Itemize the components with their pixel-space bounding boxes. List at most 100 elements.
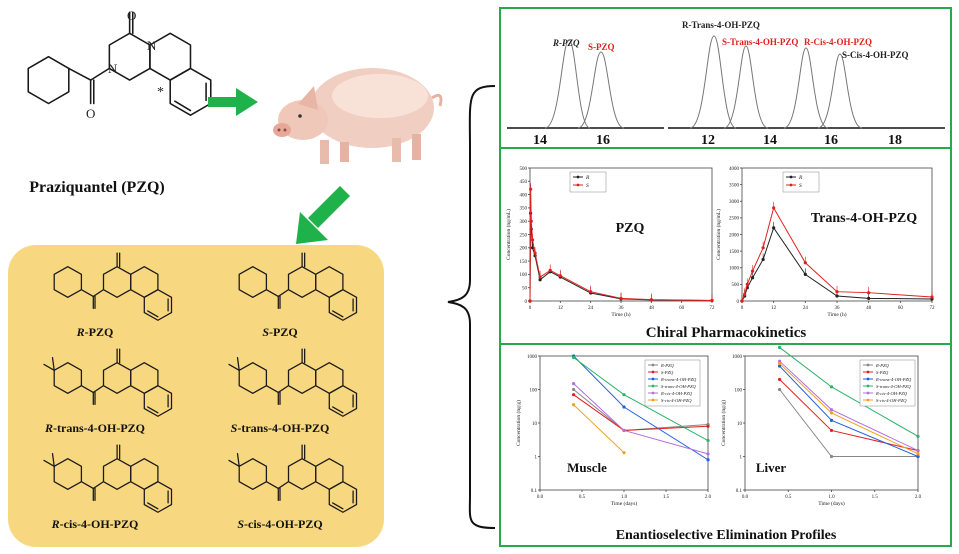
legend-marker (651, 398, 655, 402)
legend: RS (782, 171, 820, 193)
x-tick-label: 24 (803, 306, 809, 311)
chrom-tick: 16 (596, 133, 610, 148)
y-tick-label: 150 (520, 260, 528, 265)
structure-label-prefix: R (51, 517, 60, 531)
data-point (530, 238, 535, 242)
x-tick-label: 12 (558, 306, 564, 311)
data-point (772, 206, 776, 210)
chrom-tick: 14 (533, 133, 547, 148)
pk-chart-pzq-title: PZQ (616, 221, 645, 236)
legend-marker (651, 377, 655, 381)
legend-label: R-cis-4-OH-PZQ (875, 391, 908, 396)
elimination-panel (499, 343, 952, 547)
legend-marker (651, 363, 655, 367)
x-tick-label: 1.0 (828, 495, 835, 500)
x-tick-label: 2.0 (915, 495, 922, 500)
data-point (619, 296, 623, 300)
structure-label-suffix: -cis-4-OH-PZQ (60, 517, 139, 531)
y-tick-label: 200 (520, 247, 528, 252)
legend-label: R (585, 175, 590, 181)
y-tick-label: 300 (520, 220, 528, 225)
data-point (916, 449, 920, 453)
data-point (772, 226, 776, 230)
y-tick-label: 1000 (732, 355, 743, 360)
data-point (572, 382, 576, 386)
y-tick-label: 0 (737, 300, 740, 305)
main-n1: N (108, 61, 118, 76)
data-point (706, 458, 710, 462)
arrow-down-left-icon (296, 186, 350, 244)
x-tick-label: 0 (741, 306, 744, 311)
legend-label: S-PZQ (876, 370, 889, 375)
data-point (743, 292, 747, 296)
elimination-liver-title: Liver (756, 460, 787, 475)
data-point (829, 411, 834, 415)
y-tick-label: 2500 (729, 217, 740, 222)
data-point (829, 454, 834, 459)
y-tick-label: 10 (737, 422, 743, 427)
peak-r-cis (783, 47, 829, 129)
arrow-right-icon (208, 88, 258, 116)
y-tick-label: 1 (740, 455, 743, 460)
structure-label: S-trans-4-OH-PZQ (231, 421, 330, 435)
legend-marker (866, 370, 870, 374)
structure-label: S-cis-4-OH-PZQ (237, 517, 322, 531)
peak-r-trans (689, 35, 737, 129)
main-ketone-o: O (127, 8, 136, 23)
elimination-muscle-title: Muscle (567, 460, 607, 475)
data-point (589, 290, 593, 294)
data-point (835, 294, 839, 298)
y-tick-label: 100 (530, 388, 538, 393)
elimination-section-title: Enantioselective Elimination Profiles (616, 528, 837, 543)
y-tick-label: 3000 (729, 200, 740, 205)
data-point (778, 359, 782, 363)
legend-label: S-cis-4-OH-PZQ (876, 398, 907, 403)
x-tick-label: 36 (619, 306, 625, 311)
data-point (803, 261, 807, 265)
data-point (916, 454, 920, 459)
x-tick-label: 0.5 (579, 495, 586, 500)
data-point (649, 298, 653, 302)
chrom-label-s-trans: S-Trans-4-OH-PZQ (722, 37, 798, 47)
legend-label: R-cis-4-OH-PZQ (660, 391, 693, 396)
peak-s-cis (817, 53, 863, 129)
data-point (538, 275, 542, 279)
y-tick-label: 4000 (729, 167, 740, 172)
chrom-label-s-pzq: S-PZQ (588, 42, 615, 52)
pk-section-title: Chiral Pharmacokinetics (646, 325, 807, 341)
data-point (706, 452, 710, 456)
x-tick-label: 2.0 (705, 495, 712, 500)
main-amide-o: O (86, 106, 95, 121)
series-line-r (741, 226, 933, 302)
stereo-mark: * (157, 85, 164, 100)
legend-label: S (799, 183, 802, 189)
x-tick-label: 36 (835, 306, 841, 311)
data-point (706, 438, 710, 443)
structure-label-prefix: S (231, 421, 238, 435)
chrom-tick: 18 (888, 133, 902, 148)
data-point (761, 246, 765, 250)
data-point (572, 403, 576, 407)
data-point (622, 405, 626, 409)
legend: R-PZQS-PZQR-trans-4-OH-PZQS-trans-4-OH-P… (859, 359, 916, 407)
chrom-label-r-trans: R-Trans-4-OH-PZQ (682, 20, 760, 30)
legend-label: R-PZQ (875, 363, 889, 368)
y-tick-label: 0.1 (736, 489, 743, 494)
data-point (750, 276, 755, 280)
main-compound-label: Praziquantel (PZQ) (29, 179, 165, 196)
structure-label-prefix: R (76, 325, 85, 339)
y-axis-label: Concentration (ng/g) (720, 400, 727, 446)
legend-label: S-trans-4-OH-PZQ (661, 384, 696, 389)
legend-label: R-PZQ (660, 363, 674, 368)
pk-panel (499, 147, 952, 345)
data-point (558, 274, 562, 278)
legend-label: S-trans-4-OH-PZQ (876, 384, 911, 389)
data-point (530, 246, 535, 250)
legend-marker (651, 384, 655, 388)
legend: RS (569, 171, 607, 193)
x-tick-label: 1.5 (872, 495, 879, 500)
data-point (778, 364, 782, 368)
